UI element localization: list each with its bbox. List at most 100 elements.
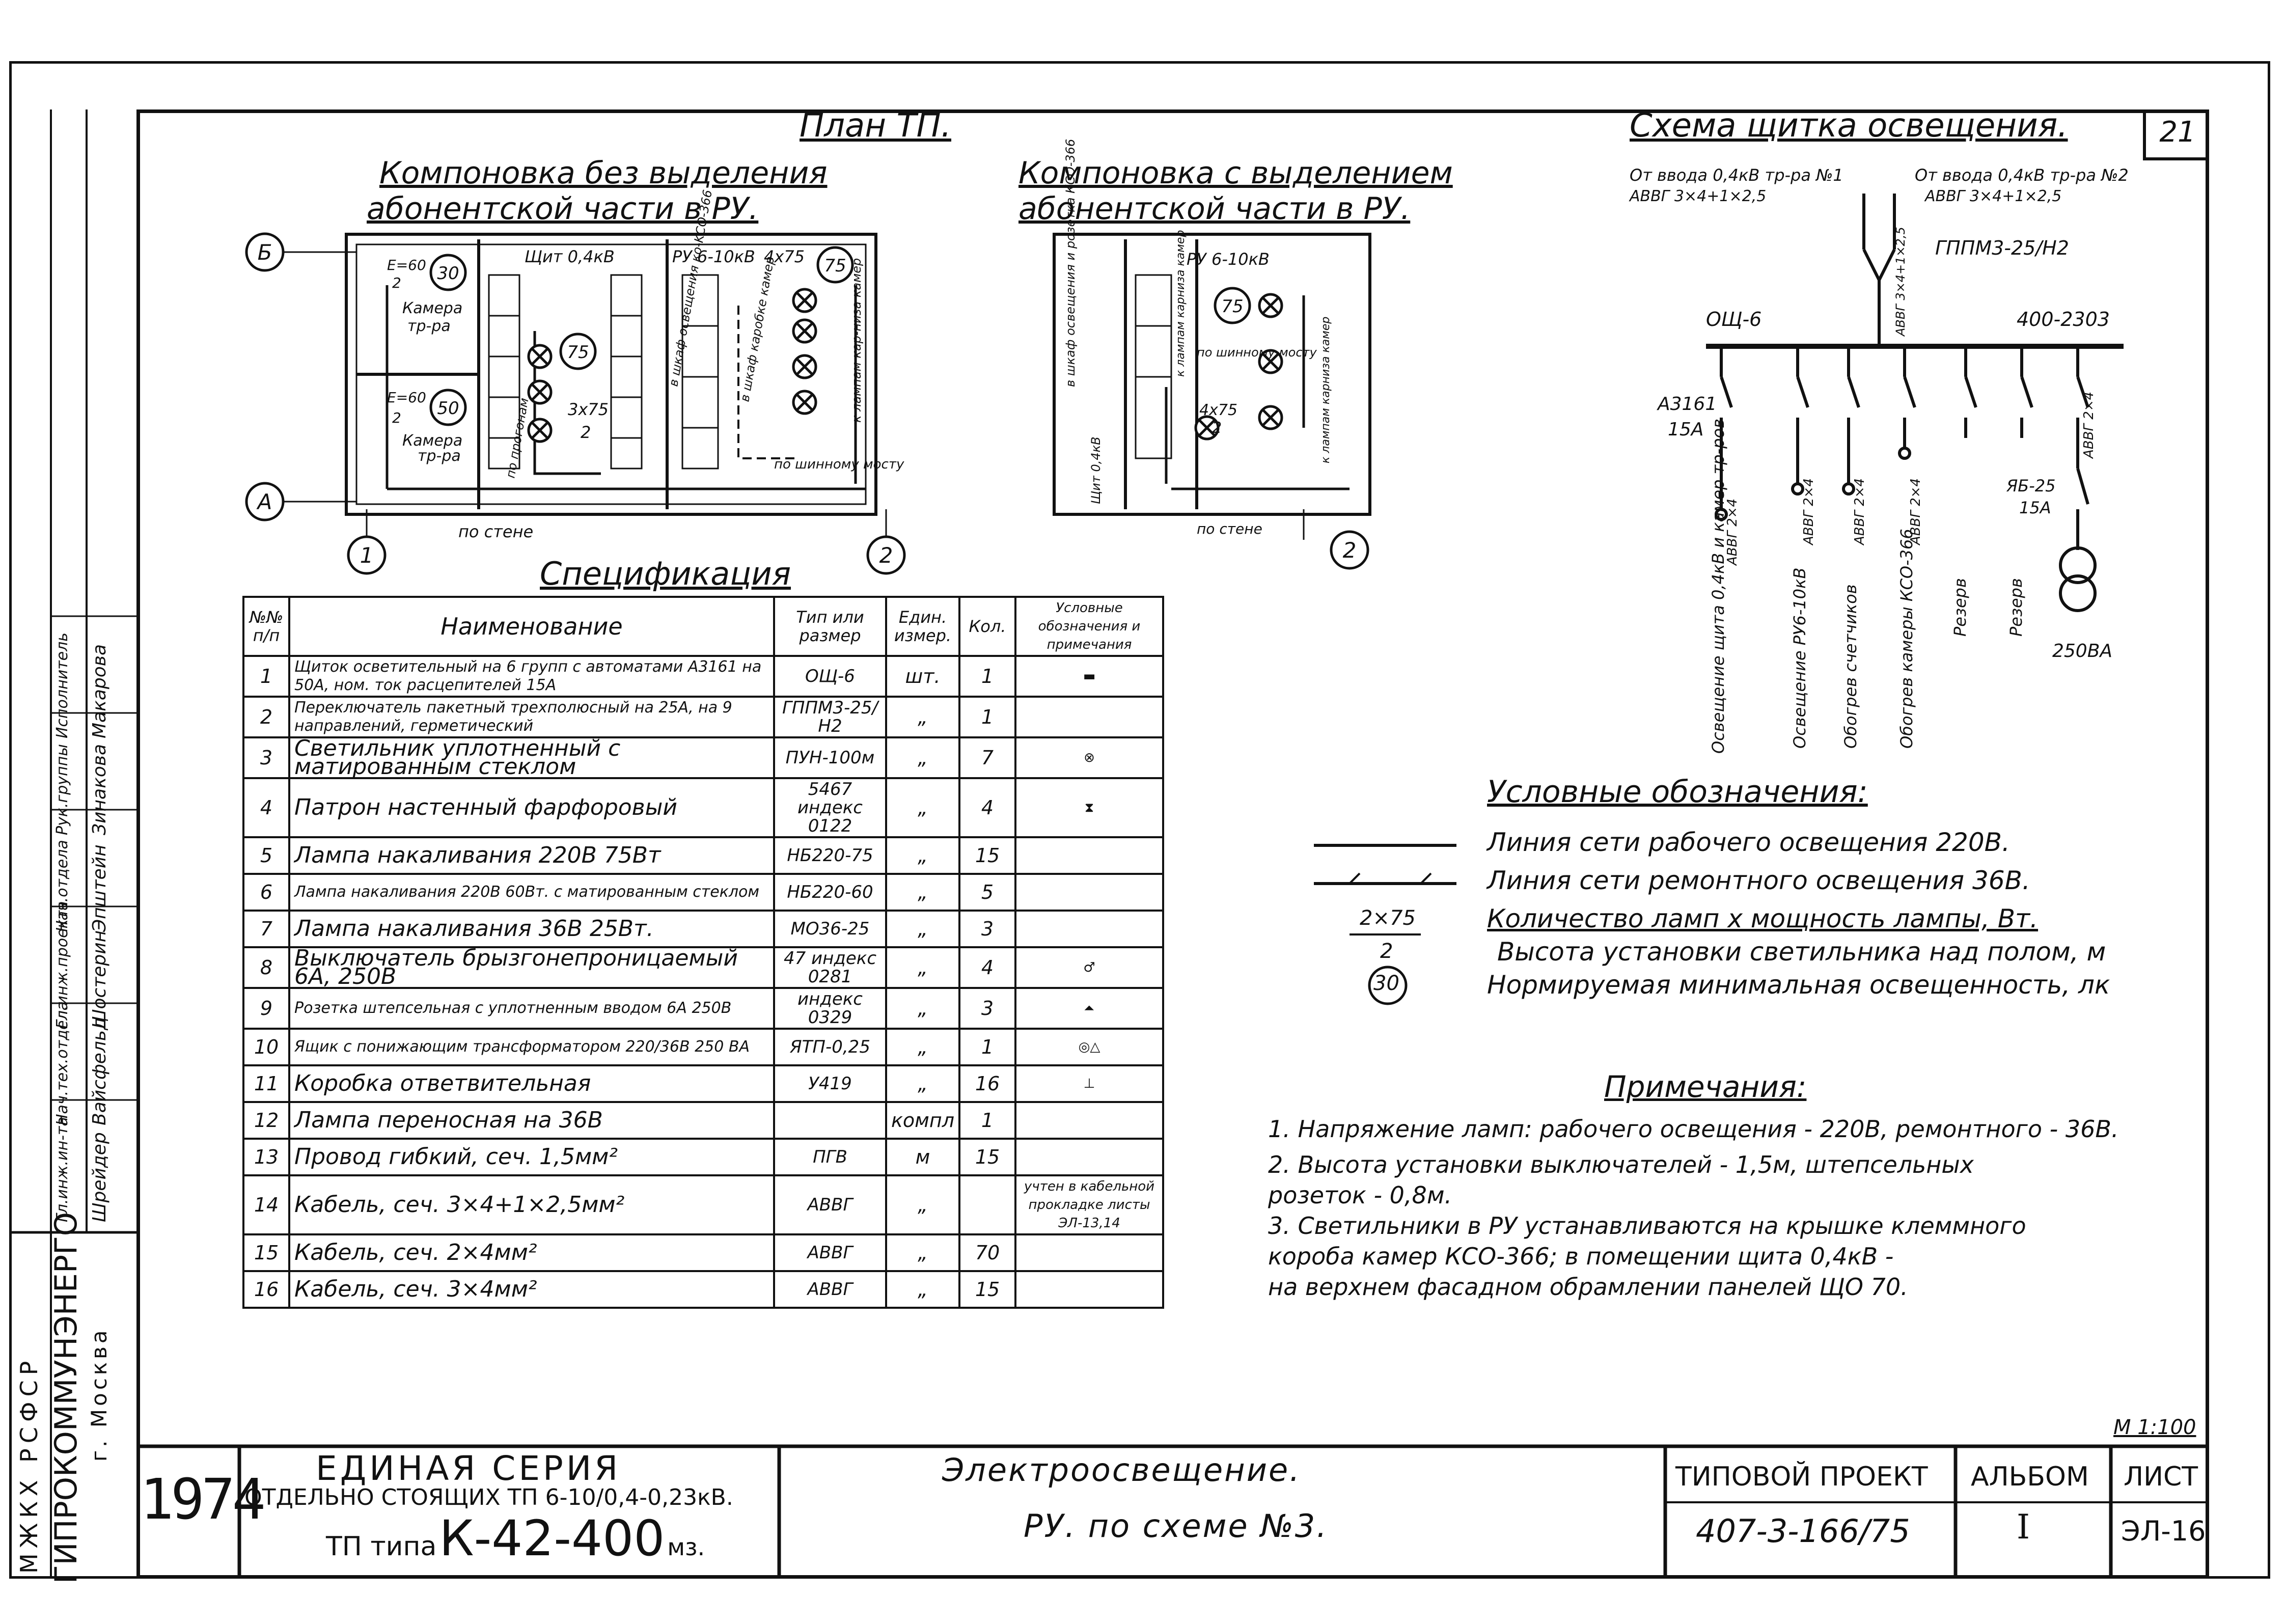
axis-1-label: 1	[360, 543, 374, 568]
sheet-number: 21	[2159, 116, 2196, 149]
lamp-symbol	[792, 318, 817, 344]
scheme-group-7	[2059, 346, 2097, 612]
spec-row-type: НБ220-60	[773, 873, 887, 912]
side-name: Шостерин	[89, 930, 110, 1029]
spec-row-num: 4	[242, 777, 290, 838]
transformer-coil-2	[2059, 574, 2097, 612]
spec-header-name: Наименование	[288, 596, 775, 657]
side-role: Исполнитель	[53, 632, 71, 738]
spec-header-row: №№ п/п Наименование Тип или размер Един.…	[242, 596, 1164, 657]
spec-row-name: Выключатель брызгонепроницаемый 6А, 250В	[288, 946, 775, 989]
layout-left-title-2: абонентской части в РУ.	[367, 191, 759, 227]
scheme-text-labels: От ввода 0,4кВ тр-ра №1 АВВГ 3×4+1×2,5 О…	[1629, 166, 2129, 754]
layout-right-title-2: абонентской части в РУ.	[1018, 191, 1411, 227]
spec-row-symbol	[1014, 836, 1164, 875]
spec-row-name: Лампа накаливания 220В 75Вт	[288, 836, 775, 875]
spec-row-qty: 16	[958, 1064, 1016, 1103]
title-block-lines	[9, 109, 2209, 1579]
spec-row-num: 2	[242, 696, 290, 738]
spec-header-num: №№ п/п	[242, 596, 290, 657]
spec-row-symbol	[1014, 696, 1164, 738]
lux-75c-label: 75	[1221, 296, 1243, 317]
spec-row-num: 11	[242, 1064, 290, 1103]
side-role: Нач.отдела	[53, 840, 71, 932]
lamp-count3-height: 2	[1212, 419, 1222, 437]
lamp-symbol	[792, 390, 817, 415]
left-plan	[275, 233, 887, 540]
note-line-3: розеток - 0,8м.	[1268, 1181, 1452, 1209]
spec-row-qty: 7	[958, 736, 1016, 779]
spec-row-qty: 15	[958, 836, 1016, 875]
spec-row-unit: „	[885, 696, 961, 738]
spec-row-qty: 4	[958, 946, 1016, 989]
spec-row-qty: 1	[958, 1101, 1016, 1140]
spec-row-type: АВВГ	[773, 1174, 887, 1235]
lux-30-label: 30	[437, 263, 459, 284]
spec-row-qty: 1	[958, 1028, 1016, 1066]
spec-row-unit: „	[885, 736, 961, 779]
spec-row-name: Кабель, сеч. 3×4мм²	[288, 1270, 775, 1309]
scheme-bus-left: ОЩ-6	[1706, 308, 1761, 331]
spec-row-type: 47 индекс 0281	[773, 946, 887, 989]
group6-label: Резерв	[2006, 578, 2026, 637]
tb-project-label: ТИПОВОЙ ПРОЕКТ	[1675, 1462, 1928, 1492]
lamp-symbol	[792, 288, 817, 313]
lamp-symbol	[792, 354, 817, 379]
spec-row-type: АВВГ	[773, 1270, 887, 1309]
group7-cable: АВВГ 2×4	[2081, 392, 2097, 459]
group3-cable: АВВГ 2×4	[1852, 478, 1867, 546]
inner-frame	[136, 109, 2209, 1579]
lamp-symbol	[1258, 405, 1283, 430]
tb-series-3a: ТП типа	[326, 1531, 437, 1562]
axis-2-marker	[866, 535, 906, 575]
tb-year: 1974	[140, 1467, 266, 1532]
lux-circle-75b	[816, 246, 854, 284]
spec-row-num: 12	[242, 1101, 290, 1140]
legend-row4: Высота установки светильника над полом, …	[1497, 937, 2106, 967]
side-org-city: г. Москва	[87, 1327, 112, 1462]
tb-sheet-label: ЛИСТ	[2124, 1462, 2198, 1492]
spec-row-qty: 1	[958, 696, 1016, 738]
po-shin-right-label: по шинному мосту	[1197, 345, 1317, 360]
lamp-count3-label: 4х75	[1199, 401, 1237, 419]
spec-row-qty: 1	[958, 655, 1016, 698]
right-plan-lamps	[1194, 287, 1369, 570]
spec-row-unit: м	[885, 1138, 961, 1176]
spec-row-qty: 3	[958, 987, 1016, 1030]
group1-label: Освещение щита 0,4кВ и камер тр-ров	[1709, 419, 1728, 754]
group4-label: Обогрев камеры КСО-366	[1897, 529, 1916, 749]
spec-row-type: индекс 0329	[773, 987, 887, 1030]
legend-row1: Линия сети рабочего освещения 220В.	[1487, 828, 2010, 857]
spec-row-name: Провод гибкий, сеч. 1,5мм²	[288, 1138, 775, 1176]
axis-a-label: А	[256, 489, 272, 514]
spec-row-symbol: ⏶	[1014, 987, 1164, 1030]
spec-row-name: Лампа накаливания 220В 60Вт. с матирован…	[288, 873, 775, 912]
camera1-h: 2	[392, 274, 401, 291]
note-line-2: 2. Высота установки выключателей - 1,5м,…	[1268, 1151, 1974, 1178]
lux-circle-50	[429, 389, 467, 426]
spec-row-type: ГППМ3-25/Н2	[773, 696, 887, 738]
tb-subject-1: Электроосвещение.	[942, 1451, 1301, 1489]
scheme-bus-right: 400-2303	[2017, 308, 2110, 331]
spec-row-name: Ящик с понижающим трансформатором 220/36…	[288, 1028, 775, 1066]
spec-row-symbol: учтен в кабельной прокладке листы ЭЛ-13,…	[1014, 1174, 1164, 1235]
spec-row-name: Светильник уплотненный с матированным ст…	[288, 736, 775, 779]
lamp-symbol	[527, 379, 553, 405]
po-shinnomu-label: по шинному мосту	[774, 457, 904, 472]
spec-row-name: Переключатель пакетный трехполюсный на 2…	[288, 696, 775, 738]
side-org-ministry: МЖКХ РСФСР	[15, 1356, 43, 1574]
spec-row-num: 16	[242, 1270, 290, 1309]
scheme-switch: ГППМ3-25/Н2	[1935, 237, 2069, 259]
spec-row-unit: „	[885, 1270, 961, 1309]
spec-row-unit: „	[885, 1233, 961, 1272]
scheme-group-3	[1842, 346, 1860, 496]
spec-row-unit: „	[885, 1174, 961, 1235]
scheme-group-6	[2020, 346, 2033, 438]
spec-header-type: Тип или размер	[773, 596, 887, 657]
